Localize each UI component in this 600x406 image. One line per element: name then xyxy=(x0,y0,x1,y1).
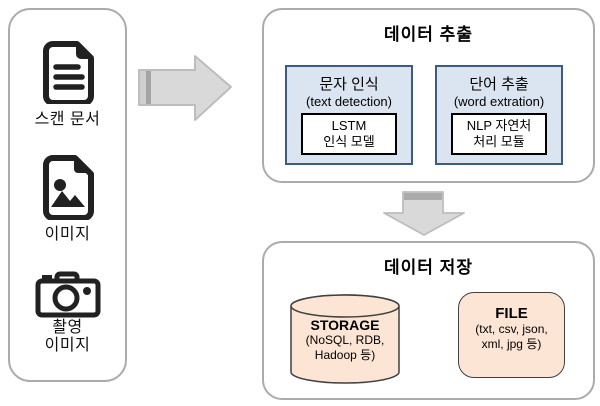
word-extraction-subtitle: (word extration) xyxy=(453,94,545,109)
storage-db-line2: Hadoop 등) xyxy=(314,348,376,362)
scanned-doc-label: 스캔 문서 xyxy=(34,111,101,128)
storage-file-line2: xml, jpg 등) xyxy=(481,337,542,351)
word-extraction-title: 단어 추출 xyxy=(469,76,529,93)
flow-arrow-right-icon xyxy=(137,54,233,127)
camera-item xyxy=(10,269,125,324)
text-detection-title: 문자 인식 xyxy=(319,76,379,93)
image-icon xyxy=(40,154,96,225)
camera-icon xyxy=(33,269,103,324)
lstm-model-box: LSTM 인식 모델 xyxy=(301,113,397,155)
nlp-module-line1: NLP 자연처 xyxy=(466,118,532,133)
document-icon xyxy=(40,40,96,109)
storage-file-box: FILE (txt, csv, json, xml, jpg 등) xyxy=(458,292,565,378)
scanned-doc-item xyxy=(10,40,125,109)
database-cylinder-icon xyxy=(290,294,400,384)
storage-title: 데이터 저장 xyxy=(384,258,473,277)
text-detection-module: 문자 인식 (text detection) LSTM 인식 모델 xyxy=(285,65,413,165)
lstm-model-line1: LSTM xyxy=(331,118,367,133)
sources-panel: 스캔 문서 이미지 xyxy=(8,8,127,382)
flow-arrow-down-icon xyxy=(382,190,466,243)
nlp-module-line2: 처리 모듈 xyxy=(473,134,525,149)
storage-db-text: STORAGE (NoSQL, RDB, Hadoop 등) xyxy=(289,317,401,363)
camera-label-row: 촬영 이미지 xyxy=(10,319,125,355)
storage-file-line1: (txt, csv, json, xyxy=(475,322,548,336)
text-detection-subtitle: (text detection) xyxy=(306,94,392,109)
extraction-title: 데이터 추출 xyxy=(384,25,473,44)
image-label-row: 이미지 xyxy=(10,226,125,244)
storage-db-line1: (NoSQL, RDB, xyxy=(305,333,385,347)
image-item xyxy=(10,154,125,225)
camera-label: 촬영 이미지 xyxy=(45,319,91,355)
scanned-doc-label-row: 스캔 문서 xyxy=(10,111,125,129)
image-label: 이미지 xyxy=(44,226,91,243)
word-extraction-module: 단어 추출 (word extration) NLP 자연처 처리 모듈 xyxy=(435,65,563,165)
storage-panel: 데이터 저장 STORAGE (NoSQL, RDB, Hadoop 등) FI… xyxy=(262,241,595,400)
storage-db-name: STORAGE xyxy=(310,317,380,333)
extraction-panel: 데이터 추출 문자 인식 (text detection) LSTM 인식 모델… xyxy=(262,8,595,183)
storage-db-cylinder: STORAGE (NoSQL, RDB, Hadoop 등) xyxy=(289,293,401,385)
camera-label-line1: 촬영 xyxy=(52,319,83,336)
nlp-module-box: NLP 자연처 처리 모듈 xyxy=(451,113,547,155)
lstm-model-line2: 인식 모델 xyxy=(323,134,375,149)
storage-file-name: FILE xyxy=(495,305,528,322)
camera-label-line2: 이미지 xyxy=(44,337,91,354)
